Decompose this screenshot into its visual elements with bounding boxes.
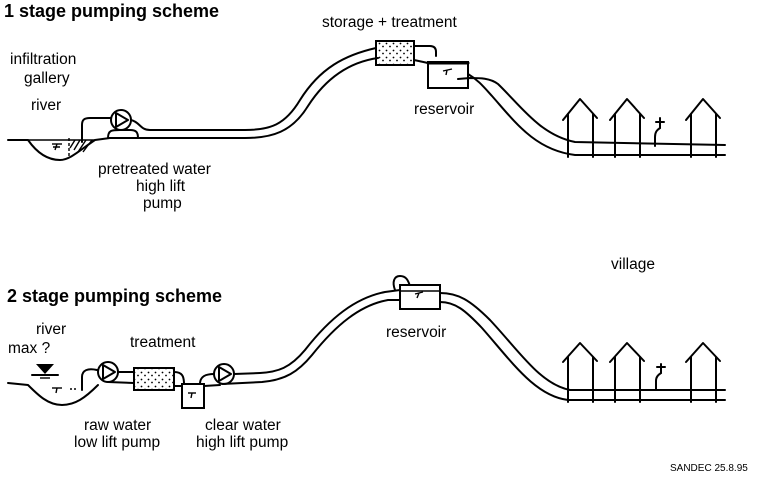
clear-water-tank — [181, 383, 205, 409]
infiltration-label: infiltration — [10, 51, 77, 68]
pipe-2b-lower — [439, 301, 726, 401]
scheme1-title: 1 stage pumping scheme — [4, 1, 220, 21]
high-lift-pump-icon — [110, 109, 132, 131]
clear-water-label-line2: high lift pump — [196, 434, 289, 451]
suction-pipe-1 — [81, 117, 113, 143]
pump-label-line3: pump — [143, 195, 182, 212]
river-bed-2 — [7, 382, 99, 406]
pump-label-line1: pretreated water — [98, 161, 211, 178]
raw-water-label-line2: low lift pump — [74, 434, 161, 451]
gallery-label: gallery — [24, 70, 70, 87]
river-bed-1 — [7, 137, 111, 161]
high-lift-pump-2-icon — [213, 363, 235, 385]
storage-treatment-box — [375, 40, 415, 66]
pipe-1b-lower — [467, 73, 726, 156]
river-label-1: river — [31, 97, 62, 114]
pump-label-line2: high lift — [136, 178, 186, 195]
house-icon — [609, 342, 645, 403]
river-label-2: river — [36, 321, 67, 338]
scheme2-drawing — [7, 275, 726, 409]
pipe-1-lower — [137, 57, 379, 139]
pipe-1b-upper — [457, 77, 726, 146]
reservoir-2-box — [399, 284, 441, 310]
reservoir-1-box — [427, 61, 469, 89]
tap-icon — [655, 363, 666, 391]
pipe-2b-upper — [439, 292, 726, 391]
house-icon — [562, 98, 598, 158]
pump-base-1 — [107, 129, 139, 139]
infiltration-gallery — [68, 138, 93, 156]
house-icon — [685, 342, 721, 403]
house-icon — [685, 98, 721, 158]
reservoir-label-1: reservoir — [414, 101, 475, 118]
raw-water-label-line1: raw water — [84, 417, 152, 434]
reservoir-label-2: reservoir — [386, 324, 447, 341]
house-icon — [562, 342, 598, 403]
scheme1-drawing — [7, 40, 726, 161]
storage-treatment-label: storage + treatment — [322, 14, 457, 31]
tap-icon — [654, 117, 665, 147]
clear-water-label-line1: clear water — [205, 417, 281, 434]
water-level-icon — [52, 143, 62, 151]
pipe-2-upper — [233, 289, 401, 375]
low-lift-pump-icon — [97, 361, 119, 383]
treatment-box — [133, 367, 175, 391]
max-label: max ? — [8, 340, 51, 357]
pipe-1-upper — [130, 47, 377, 131]
credit-label: SANDEC 25.8.95 — [670, 463, 748, 474]
pipe-2-lower — [221, 299, 401, 385]
suction-pipe-2 — [81, 368, 98, 391]
scheme2-title: 2 stage pumping scheme — [7, 286, 223, 306]
house-icon — [609, 98, 645, 158]
water-level-icon — [442, 68, 453, 76]
treatment-label: treatment — [130, 334, 196, 351]
max-level-icon — [31, 364, 59, 379]
water-level-icon — [414, 291, 424, 299]
village-label: village — [611, 256, 655, 273]
